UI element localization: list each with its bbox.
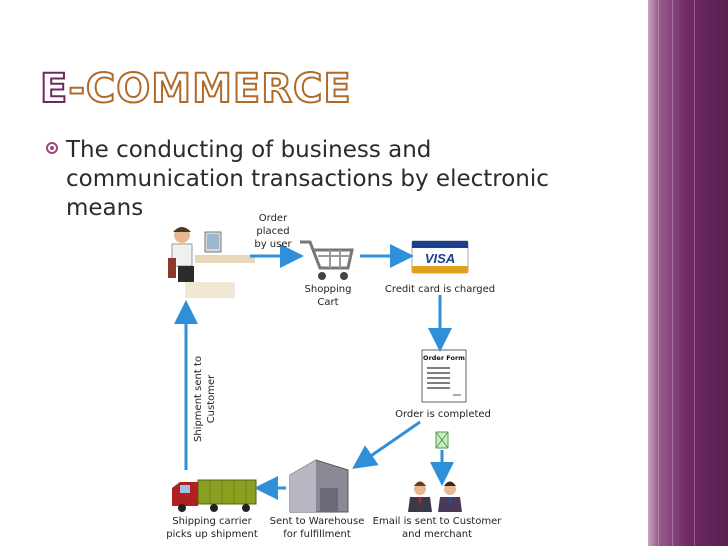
label-warehouse: Sent to Warehouse for fulfillment [269, 516, 365, 540]
bullet-icon [46, 142, 58, 154]
title-initial: E [39, 65, 69, 113]
side-decoration-band [648, 0, 728, 546]
bullet-text: The conducting of business and communica… [66, 137, 549, 221]
credit-card-icon: VISA [411, 240, 469, 274]
order-form-icon: Order Form [421, 349, 467, 403]
arrow-order-to-warehouse [352, 420, 421, 469]
label-shopping-cart: Shopping Cart [304, 284, 352, 308]
label-order-completed: Order is completed [395, 409, 491, 420]
customer-merchant-icon [408, 481, 462, 512]
label-credit-card: Credit card is charged [384, 284, 496, 295]
shopping-cart-icon [300, 240, 354, 280]
label-shipment-sent: Shipment sent to Customer [193, 356, 217, 442]
bullet-item: The conducting of business and communica… [46, 136, 606, 223]
card-brand-text: VISA [425, 251, 455, 266]
order-form-header: Order Form [423, 354, 465, 362]
flow-arrows [174, 244, 454, 500]
label-email-sent: Email is sent to Customer and merchant [372, 516, 502, 540]
truck-icon [172, 479, 257, 512]
label-order-placed: Order placed by user [254, 213, 292, 250]
page-title: E-Commerce [39, 65, 352, 113]
user-at-computer-icon [168, 227, 255, 298]
title-rest: -Commerce [67, 65, 352, 113]
envelope-icon [435, 431, 449, 449]
label-shipping-carrier: Shipping carrier picks up shipment [166, 516, 258, 540]
warehouse-icon [289, 459, 349, 513]
